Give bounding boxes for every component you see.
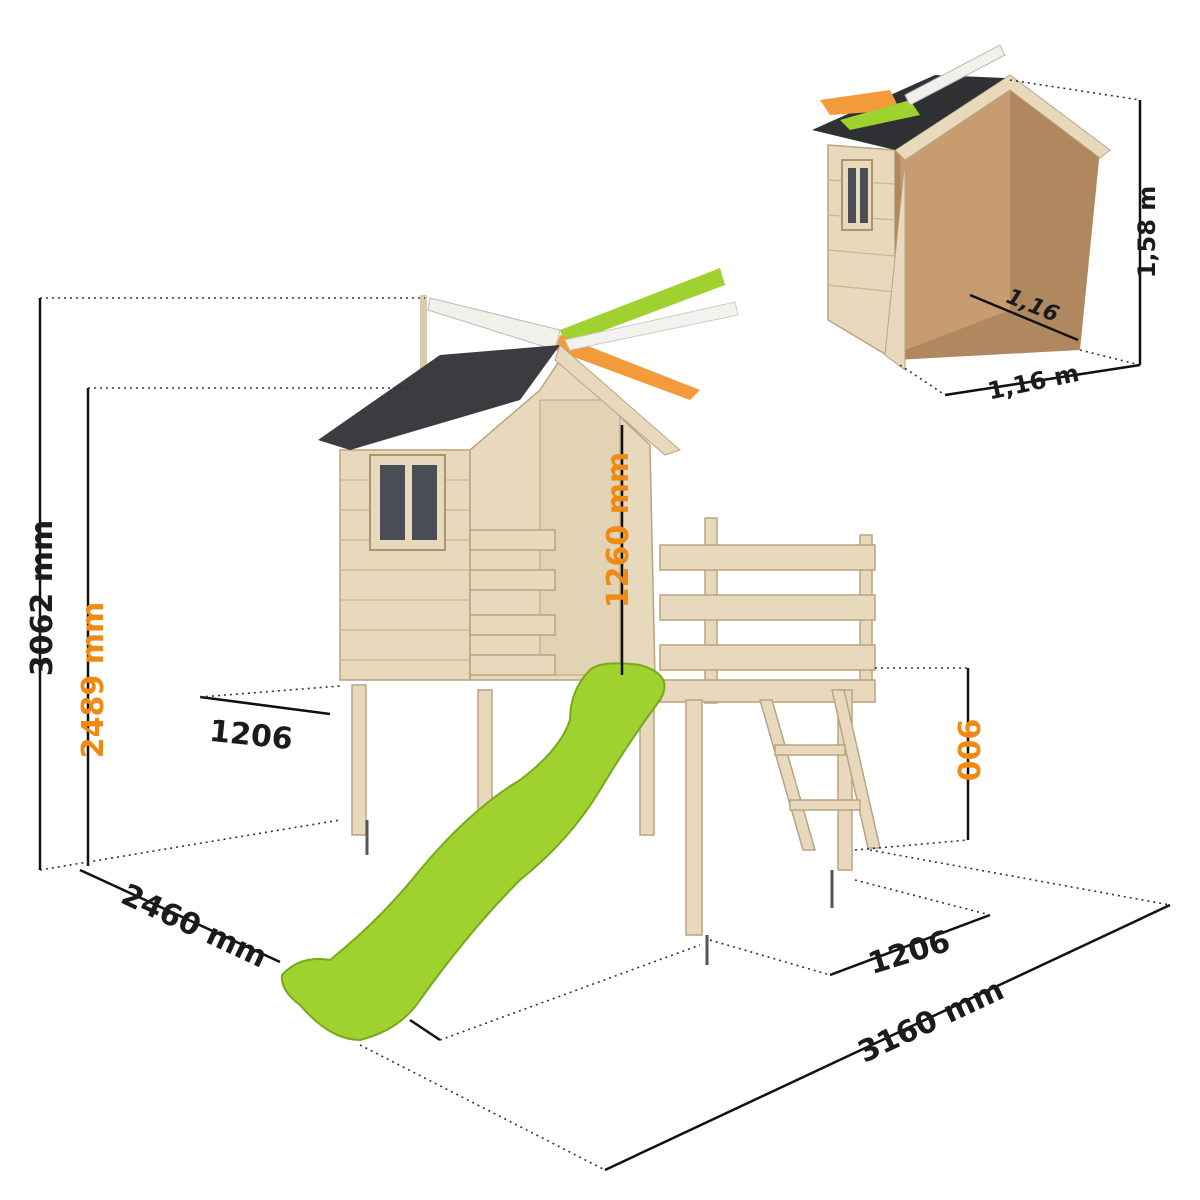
overall-depth-label: 2460 mm — [116, 877, 273, 975]
inset-dimension-lines — [899, 79, 1142, 397]
wall-height-label: 1260 mm — [601, 452, 636, 608]
inset-height-label: 1,58 m — [1133, 186, 1161, 279]
roof-height-label: 2489 mm — [76, 602, 111, 758]
deck-railing — [659, 517, 876, 704]
house-depth-label: 1206 — [208, 714, 295, 758]
windsock — [427, 268, 739, 400]
inset-width-label: 1,16 m — [985, 359, 1081, 406]
roof-trim — [554, 344, 681, 456]
flag-pole — [420, 295, 427, 395]
roof — [318, 345, 560, 450]
ladder — [759, 689, 881, 851]
platform-height-label: 900 — [950, 719, 985, 782]
deck-width-label: 1206 — [864, 924, 954, 982]
overall-width-label: 3160 mm — [853, 972, 1010, 1070]
front-railing — [469, 529, 556, 676]
total-height-label: 3062 mm — [25, 520, 60, 676]
dimension-lines — [38, 297, 1171, 1172]
playhouse-illustration — [280, 268, 881, 1042]
slide — [280, 662, 666, 1042]
inset-house-illustration — [812, 44, 1111, 371]
window — [369, 454, 446, 551]
